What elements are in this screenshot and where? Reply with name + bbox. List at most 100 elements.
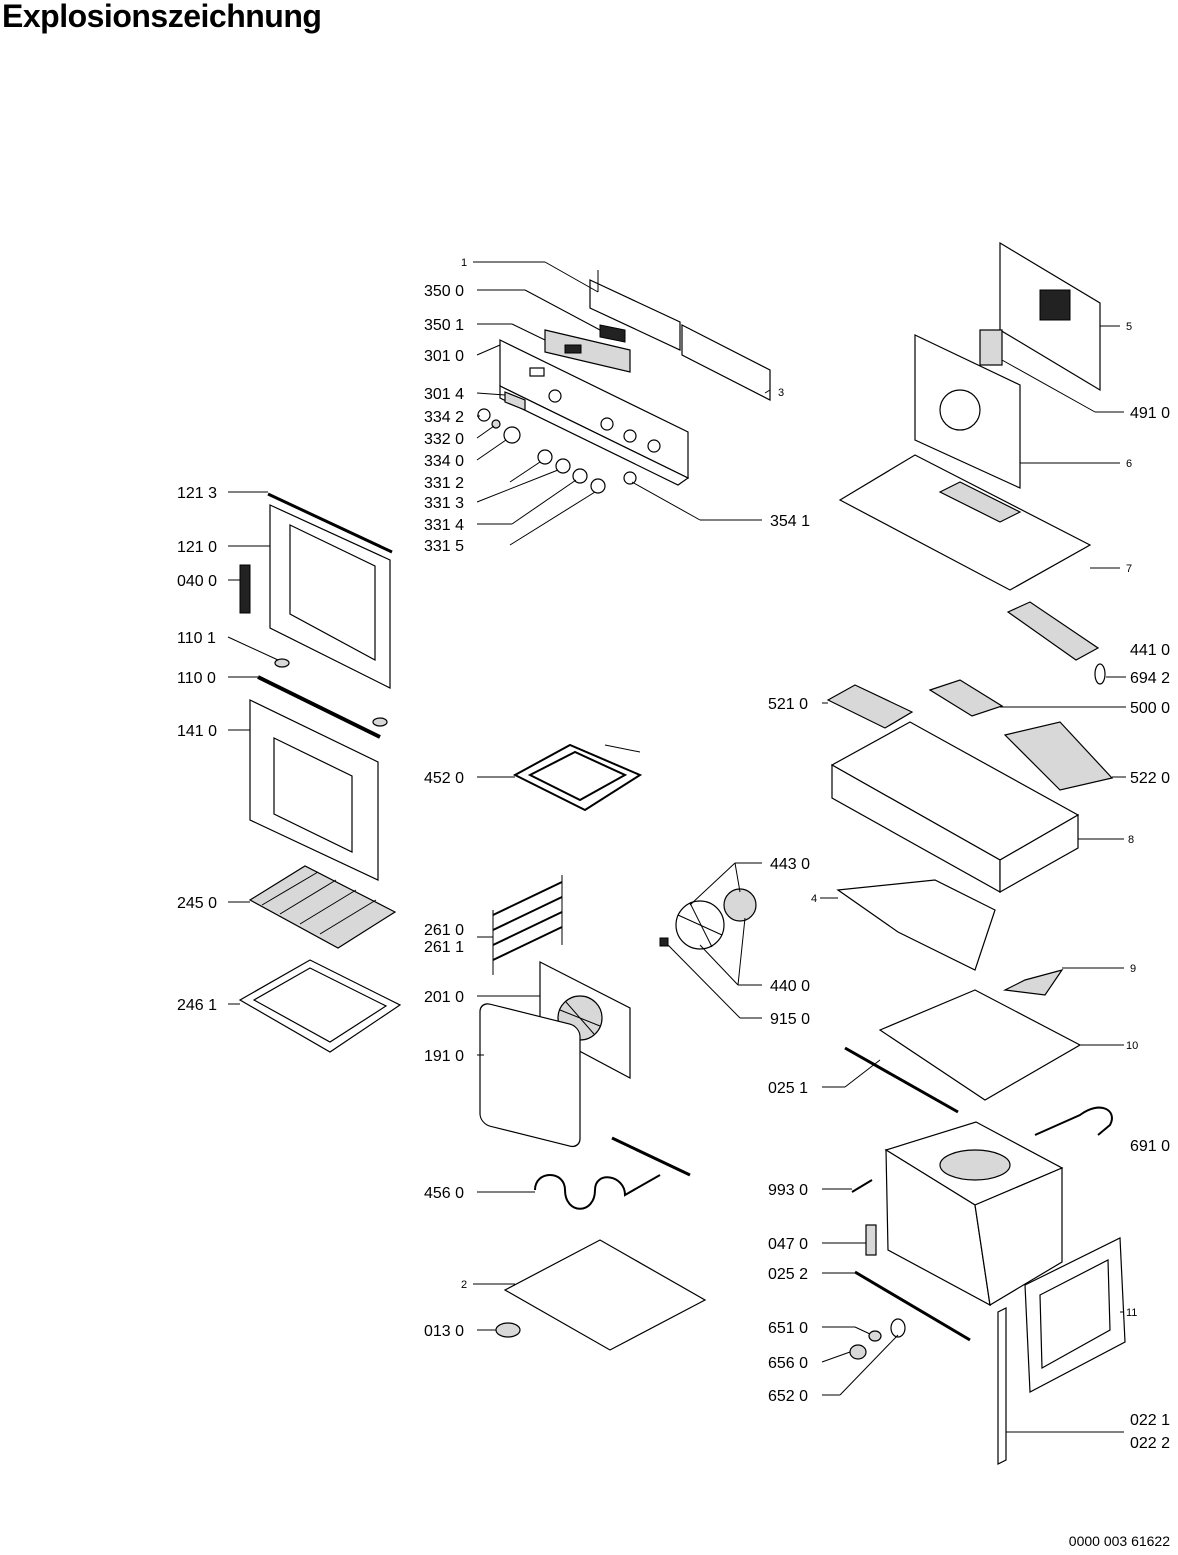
part-baking-tray [238,959,402,1053]
part-door-seal-strip [267,492,393,554]
label-331-4: 331 4 [424,517,464,534]
part-hinge-clip [274,658,290,668]
label-656-0: 656 0 [768,1355,808,1372]
part-wire-shelf [248,865,397,949]
part-small-bracket [1002,968,1064,996]
label-261-0: 261 0 [424,922,464,939]
part-control-bracket [589,270,681,351]
part-tangential-fan [1006,601,1106,685]
label-993-0: 993 0 [768,1182,808,1199]
label-8: 8 [1128,834,1134,846]
label-246-1: 246 1 [177,997,217,1014]
part-bottom-heating-element [534,1136,691,1210]
label-121-3: 121 3 [177,485,217,502]
label-332-0: 332 0 [424,431,464,448]
part-top-plate [838,454,1092,591]
part-foot [495,1322,521,1338]
part-temperature-sensor [1034,1106,1113,1136]
label-452-0: 452 0 [424,770,464,787]
label-334-0: 334 0 [424,453,464,470]
label-522-0: 522 0 [1130,770,1170,787]
part-labels: 1 350 0 350 1 301 0 301 4 334 2 332 0 33… [177,257,1170,1452]
part-door-catch [865,1224,877,1256]
label-441-0: 441 0 [1130,642,1170,659]
label-350-1: 350 1 [424,317,464,334]
part-door-top-profile [257,675,381,739]
label-047-0: 047 0 [768,1236,808,1253]
label-261-1: 261 1 [424,939,464,956]
label-10: 10 [1126,1040,1138,1052]
label-915-0: 915 0 [770,1011,810,1028]
part-side-panel [1024,1237,1126,1393]
part-rear-wall [914,334,1021,489]
part-front-control-panel [499,339,690,486]
part-oven-cavity [884,1121,1064,1307]
label-6: 6 [1126,458,1132,470]
label-350-0: 350 0 [424,283,464,300]
label-025-1: 025 1 [768,1080,808,1097]
document-code: 0000 003 61622 [1068,1533,1170,1549]
label-491-0: 491 0 [1130,405,1170,422]
part-shelf-runners [492,875,563,975]
label-025-2: 025 2 [768,1266,808,1283]
part-chassis-base [830,721,1080,894]
part-electronics-modules [826,679,1114,791]
part-side-bracket [836,879,996,971]
part-inner-door-frame [269,504,391,689]
label-651-0: 651 0 [768,1320,808,1337]
label-500-0: 500 0 [1130,700,1170,717]
part-outer-door-glass [249,699,379,881]
label-013-0: 013 0 [424,1323,464,1340]
label-191-0: 191 0 [424,1048,464,1065]
label-691-0: 691 0 [1130,1138,1170,1155]
label-354-1: 354 1 [770,513,810,530]
part-screw [851,1179,873,1193]
label-110-0: 110 0 [177,670,216,687]
label-331-2: 331 2 [424,475,464,492]
label-040-0: 040 0 [177,573,217,590]
label-456-0: 456 0 [424,1185,464,1202]
label-245-0: 245 0 [177,895,217,912]
leader-lines [227,261,1126,1433]
part-display-module [544,324,631,373]
label-7: 7 [1126,563,1132,575]
label-521-0: 521 0 [768,696,808,713]
part-knobs-left [477,408,521,444]
label-022-1: 022 1 [1130,1412,1170,1429]
label-652-0: 652 0 [768,1388,808,1405]
part-rear-control-panel [681,324,771,401]
label-334-2: 334 2 [424,409,464,426]
part-door-hinge [239,564,251,614]
label-11: 11 [1126,1307,1137,1319]
part-oven-lamp [849,1318,906,1360]
part-knobs-right [537,449,637,494]
label-4: 4 [811,893,817,905]
label-121-0: 121 0 [177,539,217,556]
part-terminal-block [979,329,1003,366]
label-443-0: 443 0 [770,856,810,873]
part-top-heating-element [512,743,643,812]
part-hinge-clip-2 [372,717,388,727]
label-440-0: 440 0 [770,978,810,995]
label-141-0: 141 0 [177,723,217,740]
label-201-0: 201 0 [424,989,464,1006]
label-3: 3 [778,387,784,399]
part-rail-right [854,1270,971,1342]
label-331-3: 331 3 [424,495,464,512]
part-door-gasket [479,1003,581,1148]
label-301-0: 301 0 [424,348,464,365]
part-convection-fan [659,888,757,950]
label-331-5: 331 5 [424,538,464,555]
label-9: 9 [1130,963,1136,975]
label-1: 1 [461,257,467,269]
page-title: Explosionszeichnung [2,0,322,34]
part-rail-left [844,1046,959,1114]
label-694-2: 694 2 [1130,670,1170,687]
part-rear-cover [999,241,1101,392]
part-bottom-plate [503,1239,707,1351]
part-panel-trim [504,391,526,411]
label-110-1: 110 1 [177,630,216,647]
label-301-4: 301 4 [424,386,464,403]
label-022-2: 022 2 [1130,1435,1170,1452]
